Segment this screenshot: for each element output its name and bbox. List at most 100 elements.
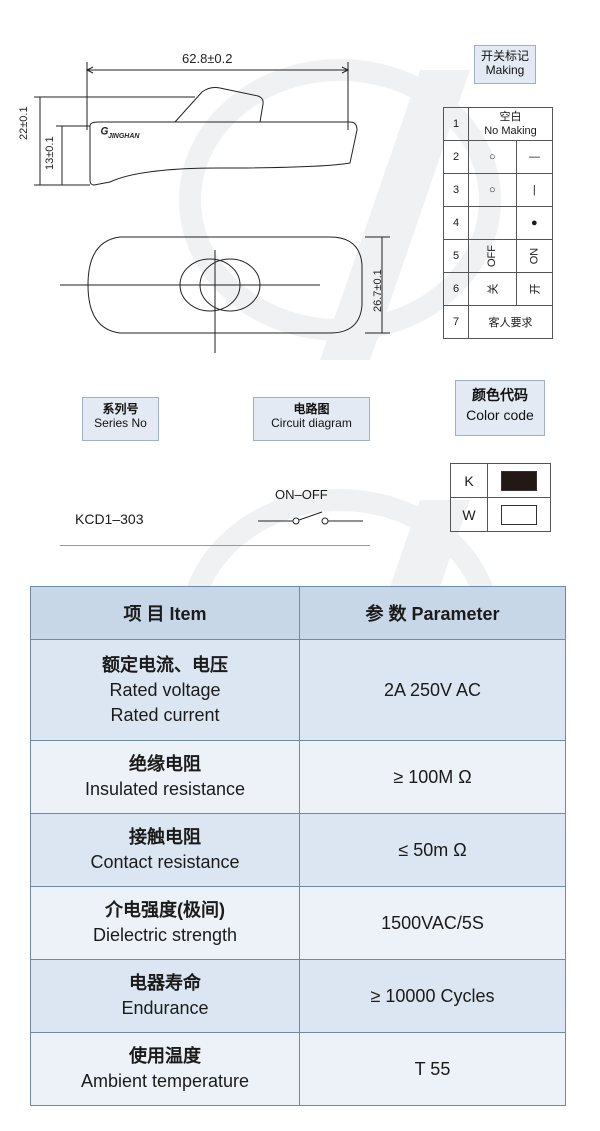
marking-row: 6 关 开 bbox=[443, 272, 554, 306]
circuit-diagram-en: Circuit diagram bbox=[271, 416, 352, 430]
spec-item-en: Dielectric strength bbox=[92, 925, 238, 945]
marking-left bbox=[468, 206, 517, 240]
spec-row: 电器寿命 Endurance ≥ 10000 Cycles bbox=[30, 959, 566, 1033]
spec-row: 额定电流、电压 Rated voltage Rated current 2A 2… bbox=[30, 639, 566, 741]
spec-value: ≥ 10000 Cycles bbox=[299, 959, 566, 1033]
marking-cn: 空白 bbox=[499, 111, 522, 123]
spec-item-cn: 额定电流、电压 bbox=[102, 654, 228, 675]
circuit-value: ON–OFF bbox=[275, 487, 328, 502]
marking-num: 7 bbox=[443, 305, 469, 339]
spec-value: 1500VAC/5S bbox=[299, 886, 566, 960]
spec-row: 介电强度(极间) Dielectric strength 1500VAC/5S bbox=[30, 886, 566, 960]
spec-item-cn: 电器寿命 bbox=[129, 973, 201, 993]
switch-side-view-drawing bbox=[34, 62, 358, 186]
marking-left: OFF bbox=[468, 239, 517, 273]
spec-item-cn: 绝缘电阻 bbox=[129, 754, 201, 774]
spec-item-en: Ambient temperature bbox=[80, 1071, 250, 1091]
circuit-diagram-cn: 电路图 bbox=[293, 402, 330, 416]
color-swatch-white bbox=[501, 504, 537, 525]
spec-item: 额定电流、电压 Rated voltage Rated current bbox=[30, 639, 300, 741]
series-no-en: Series No bbox=[94, 416, 147, 430]
spec-header-item: 项 目 Item bbox=[30, 586, 300, 640]
marking-header: 开关标记 Making bbox=[474, 45, 536, 84]
marking-num: 3 bbox=[443, 173, 469, 207]
color-row: K bbox=[450, 463, 551, 498]
color-code: W bbox=[450, 497, 488, 532]
color-code-en: Color code bbox=[466, 407, 534, 423]
spec-table: 项 目 Item 参 数 Parameter 额定电流、电压 Rated vol… bbox=[30, 586, 566, 1106]
brand-logo-mark: ᴳ bbox=[100, 125, 108, 142]
color-code-label: 颜色代码 Color code bbox=[455, 380, 545, 436]
spec-item: 电器寿命 Endurance bbox=[30, 959, 300, 1033]
marking-num: 6 bbox=[443, 272, 469, 306]
spec-row: 使用温度 Ambient temperature T 55 bbox=[30, 1032, 566, 1106]
marking-right: ON bbox=[515, 239, 554, 273]
spec-item-en: Rated voltage bbox=[109, 679, 221, 700]
spec-header-row: 项 目 Item 参 数 Parameter bbox=[30, 586, 566, 640]
color-swatch-cell bbox=[487, 497, 551, 532]
spec-value: T 55 bbox=[299, 1032, 566, 1106]
color-swatch-black bbox=[501, 470, 537, 491]
spec-item-en: Contact resistance bbox=[90, 852, 240, 872]
spec-item-en2: Rated current bbox=[110, 704, 220, 725]
spec-item-en: Endurance bbox=[121, 998, 209, 1018]
color-code: K bbox=[450, 463, 488, 498]
spec-value: ≥ 100M Ω bbox=[299, 740, 566, 814]
series-no-label: 系列号 Series No bbox=[82, 397, 159, 441]
spec-header-param: 参 数 Parameter bbox=[299, 586, 566, 640]
brand-logo-text: JINGHAN bbox=[107, 133, 140, 140]
marking-right: 开 bbox=[515, 272, 554, 306]
marking-num: 1 bbox=[443, 107, 469, 141]
color-code-cn: 颜色代码 bbox=[472, 387, 528, 403]
series-no-cn: 系列号 bbox=[102, 402, 139, 416]
color-row: W bbox=[450, 497, 551, 532]
series-value: KCD1–303 bbox=[75, 511, 144, 527]
marking-table: 1 空白 No Making 2 ○ — 3 ○ | 4 ● 5 OFF ON … bbox=[443, 107, 554, 339]
dim-height-body-label: 13±0.1 bbox=[44, 136, 56, 170]
marking-header-cn: 开关标记 bbox=[480, 49, 529, 63]
brand-logo: ᴳJINGHAN bbox=[100, 125, 139, 142]
marking-left: ○ bbox=[468, 173, 517, 207]
marking-row: 1 空白 No Making bbox=[443, 107, 553, 141]
marking-off-text: OFF bbox=[486, 245, 499, 267]
spec-item: 绝缘电阻 Insulated resistance bbox=[30, 740, 300, 814]
marking-row: 3 ○ | bbox=[443, 173, 554, 207]
marking-en: No Making bbox=[484, 125, 537, 137]
marking-right: ● bbox=[515, 206, 554, 240]
marking-num: 2 bbox=[443, 140, 469, 174]
spec-item: 使用温度 Ambient temperature bbox=[30, 1032, 300, 1106]
marking-header-en: Making bbox=[485, 63, 525, 77]
spec-item-cn: 介电强度(极间) bbox=[105, 900, 225, 920]
spec-value: 2A 250V AC bbox=[299, 639, 566, 741]
spec-item-cn: 接触电阻 bbox=[129, 827, 201, 847]
switch-top-view-drawing bbox=[60, 236, 390, 353]
spec-value: ≤ 50m Ω bbox=[299, 813, 566, 887]
marking-on-text: ON bbox=[528, 247, 541, 265]
spec-item: 介电强度(极间) Dielectric strength bbox=[30, 886, 300, 960]
circuit-diagram-label: 电路图 Circuit diagram bbox=[253, 397, 370, 441]
spec-item: 接触电阻 Contact resistance bbox=[30, 813, 300, 887]
marking-row: 4 ● bbox=[443, 206, 554, 240]
dim-depth-label: 26.7±0.1 bbox=[372, 269, 384, 312]
circuit-switch-symbol bbox=[258, 511, 363, 525]
marking-left: 关 bbox=[468, 272, 517, 306]
marking-row: 2 ○ — bbox=[443, 140, 554, 174]
section-divider bbox=[60, 545, 370, 546]
spec-row: 绝缘电阻 Insulated resistance ≥ 100M Ω bbox=[30, 740, 566, 814]
marking-num: 4 bbox=[443, 206, 469, 240]
marking-right: — bbox=[515, 140, 554, 174]
dim-height-total-label: 22±0.1 bbox=[18, 106, 30, 140]
marking-open-text: 开 bbox=[529, 283, 542, 295]
marking-num: 5 bbox=[443, 239, 469, 273]
marking-cell: 空白 No Making bbox=[468, 107, 553, 141]
marking-close-text: 关 bbox=[487, 283, 500, 295]
spec-item-cn: 使用温度 bbox=[129, 1046, 201, 1066]
color-code-table: K W bbox=[450, 463, 551, 532]
spec-row: 接触电阻 Contact resistance ≤ 50m Ω bbox=[30, 813, 566, 887]
dim-width-label: 62.8±0.2 bbox=[182, 51, 233, 66]
marking-row: 5 OFF ON bbox=[443, 239, 554, 273]
marking-row: 7 客人要求 bbox=[443, 305, 553, 339]
marking-left: ○ bbox=[468, 140, 517, 174]
spec-item-en: Insulated resistance bbox=[84, 779, 246, 799]
marking-cn: 客人要求 bbox=[468, 305, 553, 339]
